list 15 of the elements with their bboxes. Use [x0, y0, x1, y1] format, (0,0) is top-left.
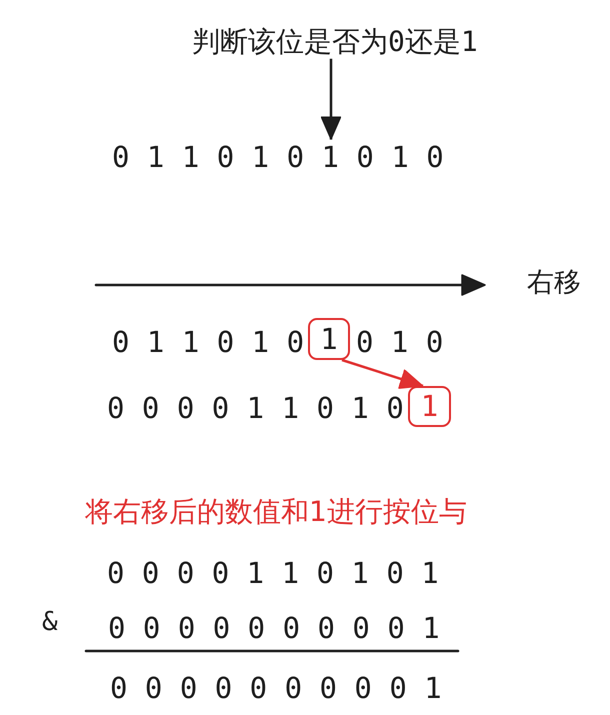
- note-text: 将右移后的数值和1进行按位与: [85, 495, 467, 529]
- binary-digits: 0 0 0 0 1 1 0 1 0 1: [107, 556, 439, 590]
- highlight-box: 1: [408, 386, 451, 427]
- binary-digits: 0 1 1 0 1 0: [112, 324, 304, 360]
- arrow: [320, 58, 342, 140]
- shift-label: 右移: [527, 266, 581, 300]
- binary-digits: 0 1 0: [356, 324, 444, 360]
- binary-digits: 0 1 1 0 1 0 1 0 1 0: [112, 140, 444, 174]
- binary-digits: 0 0 0 0 0 0 0 0 0 1: [110, 670, 442, 706]
- highlight-box: 1: [308, 318, 350, 360]
- binary-digits: 0 0 0 0 1 1 0 1 0: [107, 390, 404, 426]
- binary-digits: 0 0 0 0 0 0 0 0 0 1: [108, 610, 440, 646]
- arrow: [342, 358, 424, 389]
- operator-symbol: &: [42, 607, 58, 639]
- callout-text: 判断该位是否为0还是1: [192, 25, 478, 59]
